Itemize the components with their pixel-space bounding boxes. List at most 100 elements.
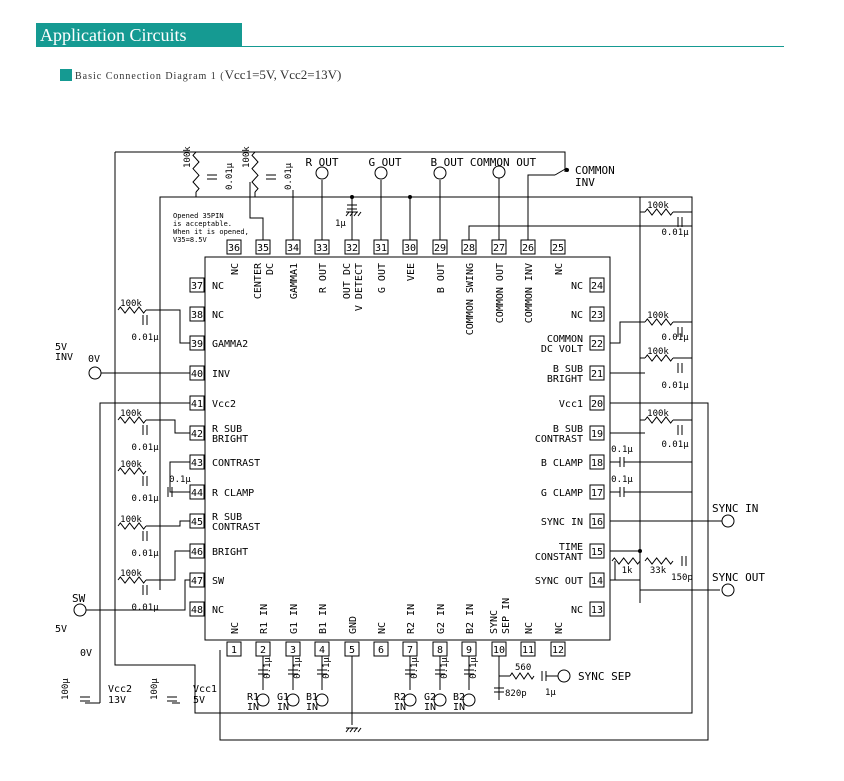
pin-number: 41 [191,399,203,410]
common-inv-label: COMMON [575,164,615,177]
pin-box [589,601,605,617]
pin-box [432,239,448,255]
sync-in-terminal [721,514,735,528]
pin-label: R SUB [212,512,242,523]
pin-box [189,572,205,588]
pin-number: 11 [522,645,534,656]
c-value: 0.01μ [661,333,689,343]
resistor [644,318,674,326]
pin-label: COMMON INV [524,263,535,323]
pin-number: 30 [404,243,416,254]
pin-number: 20 [591,399,603,410]
terminal [256,693,270,707]
input-label: IN [424,702,436,713]
input-label: IN [306,702,318,713]
pin-box [432,641,448,657]
pin-number: 43 [191,458,203,469]
pin-label: B OUT [436,263,447,293]
pin-number: 42 [191,429,203,440]
pin-number: 10 [493,645,505,656]
pin-number: 46 [191,547,203,558]
pin-box [314,239,330,255]
pin-box [589,572,605,588]
sync-sep-label: SYNC SEP [578,670,631,683]
pin-number: 33 [316,243,328,254]
pin-label: INV [212,369,230,380]
pin-label: CENTER [253,262,264,299]
r-value: 100k [120,409,142,419]
c-value: 0.1μ [322,657,332,679]
resistor [251,151,259,193]
r-value: 100k [120,515,142,525]
wire-sync-out [615,579,720,591]
vcc2-label: Vcc2 [108,684,132,695]
pin-label: R2 IN [406,604,417,634]
pin-box [189,395,205,411]
pin-number: 47 [191,576,203,587]
pin-label: B2 IN [465,604,476,634]
c-value: 0.01μ [131,603,159,613]
pin-box [589,277,605,293]
pin-box [255,641,271,657]
pin-label: NC [230,622,241,634]
terminal [433,693,447,707]
pin-box [550,239,566,255]
junction-dot [638,549,642,553]
b-out-terminal [433,166,447,180]
input-label: IN [394,702,406,713]
resistor [644,557,674,565]
c-value: 0.1μ [410,657,420,679]
r-out-label: R OUT [305,156,338,169]
pin-box [520,641,536,657]
wire-vcc2 [99,402,190,703]
resistor [117,416,147,424]
input-label: IN [453,702,465,713]
pin-label: VEE [406,263,417,281]
pin-box [226,239,242,255]
pin-number: 3 [290,645,296,656]
pin-label: GND [348,616,359,634]
pin-label: CONTRAST [212,522,260,533]
wire-common-inv [527,174,555,240]
pin-number: 36 [228,243,240,254]
pin-box [344,641,360,657]
c-value: 100μ [150,678,160,700]
vcc1-label: Vcc1 [193,684,217,695]
pin-box [589,335,605,351]
caption-text: Basic Connection Diagram 1 (Vcc1=5V, Vcc… [75,67,341,85]
w [610,561,616,581]
pin-number: 15 [591,547,603,558]
pin-box [402,641,418,657]
pin-label: CONTRAST [212,458,260,469]
ground-icon [345,211,350,217]
pin-number: 9 [466,645,472,656]
pin-number: 32 [346,243,358,254]
pin-box [589,543,605,559]
r-value: 100k [242,146,252,168]
pin-box [402,239,418,255]
sync-out-label: SYNC OUT [712,571,765,584]
inv-label: 5V [55,342,67,353]
pin-number: 2 [260,645,266,656]
pin-number: 31 [375,243,387,254]
c-value: 0.01μ [131,549,159,559]
pin-label: R CLAMP [212,488,254,499]
pin-box [589,425,605,441]
r-value: 100k [647,201,669,211]
resistor [117,522,147,530]
resistor [644,354,674,362]
zero-v-label: 0V [80,648,92,659]
c-value: 100μ [61,678,71,700]
terminal [462,693,476,707]
pin-box [589,365,605,381]
pin-label: G2 IN [436,604,447,634]
pin-label: NC [230,263,241,275]
section-title: Application Circuits [40,25,187,45]
c-value: 0.01μ [661,381,689,391]
zero-v-label: 0V [88,354,100,365]
ground-icon [353,211,358,217]
pin-number: 18 [591,458,603,469]
r-value: 1k [622,566,633,576]
pin-box [285,641,301,657]
